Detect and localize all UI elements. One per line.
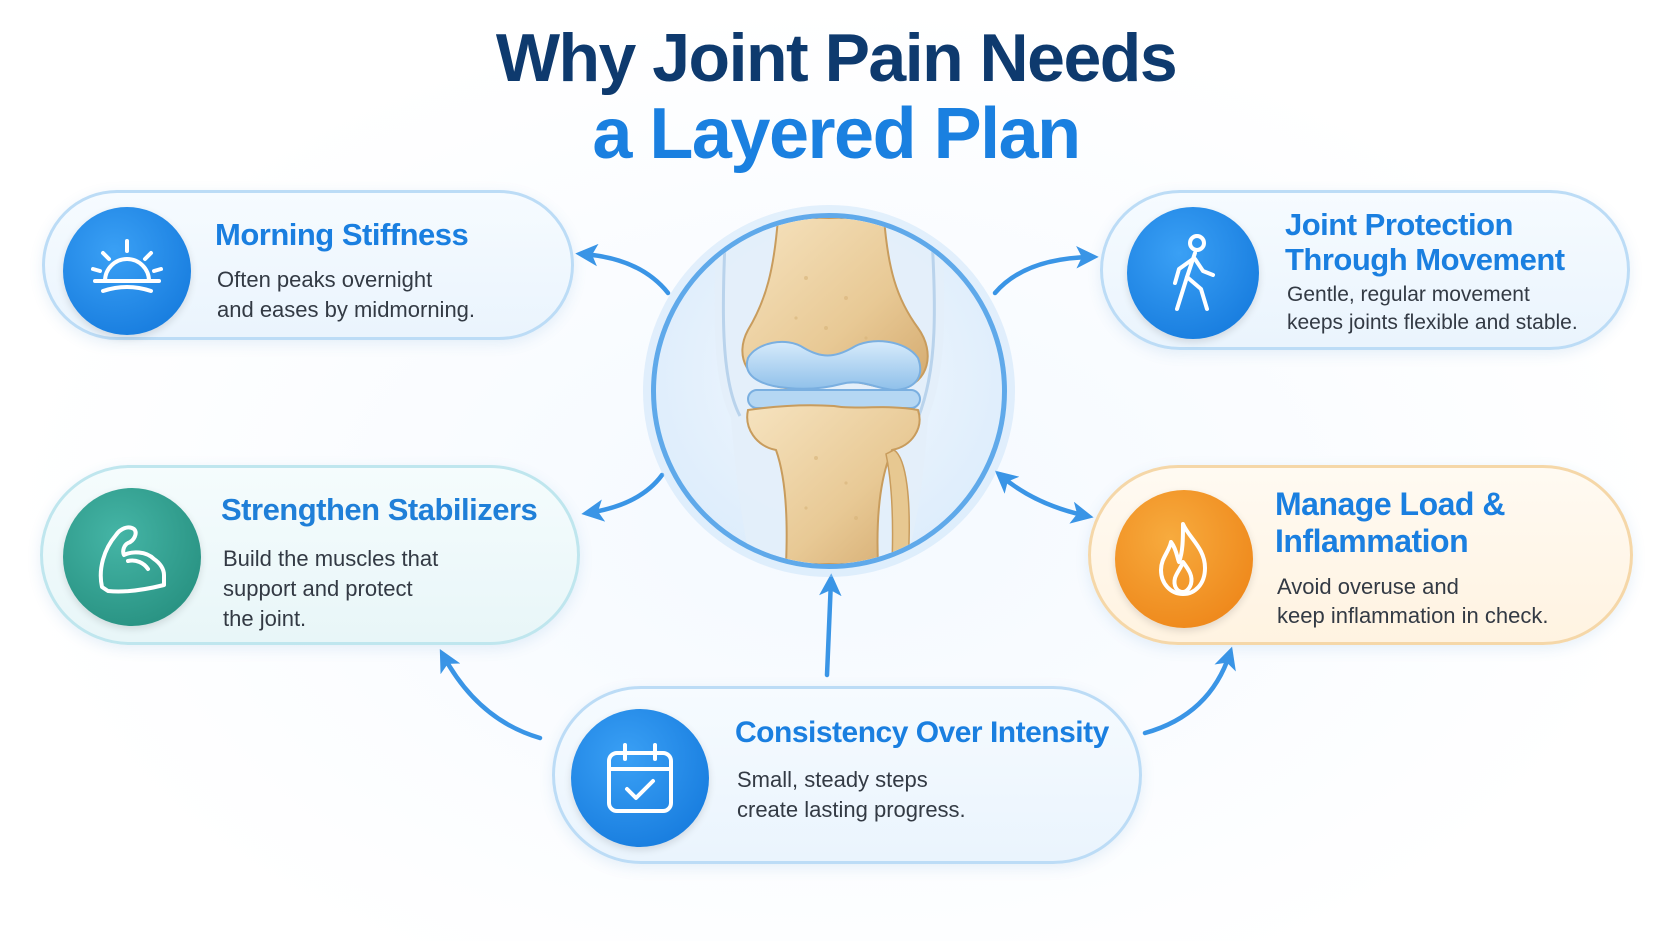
arrow-consistency-to-load: [1142, 646, 1236, 736]
flame-badge: [1115, 490, 1253, 628]
arrow-consistency-to-strengthen: [439, 649, 543, 741]
arrow-knee-load-bidirectional: [994, 470, 1094, 524]
arrow-to-morning-stiffness: [575, 243, 671, 296]
arrow-consistency-to-knee: [819, 573, 842, 678]
card-joint-protection: Joint Protection Through Movement Gentle…: [1100, 190, 1630, 350]
strengthen-stabilizers-desc: Build the muscles that support and prote…: [223, 546, 439, 631]
joint-protection-title: Joint Protection Through Movement: [1285, 207, 1565, 277]
calendar-check-icon: [607, 743, 673, 813]
knee-joint-illustration: [651, 213, 1007, 569]
sunrise-badge: [63, 207, 191, 335]
knee-joint-icon: [714, 218, 945, 564]
morning-stiffness-desc: Often peaks overnight and eases by midmo…: [217, 267, 476, 322]
morning-stiffness-title: Morning Stiffness: [215, 217, 469, 252]
card-morning-stiffness: Morning Stiffness Often peaks overnight …: [42, 190, 574, 340]
flexed-arm-badge: [63, 488, 201, 626]
manage-load-title: Manage Load & Inflammation: [1275, 486, 1505, 559]
calendar-badge: [571, 709, 709, 847]
sunrise-icon: [91, 239, 163, 293]
strengthen-stabilizers-title: Strengthen Stabilizers: [221, 492, 538, 527]
flame-icon: [1159, 522, 1207, 596]
arrow-to-strengthen-stabilizers: [581, 472, 665, 522]
title-line-1: Why Joint Pain Needs: [495, 20, 1178, 96]
walking-badge: [1127, 207, 1259, 339]
arrow-to-joint-protection: [992, 245, 1099, 296]
title-line-2: a Layered Plan: [592, 94, 1081, 174]
card-strengthen-stabilizers: Strengthen Stabilizers Build the muscles…: [40, 465, 580, 645]
page-title: Why Joint Pain Needs a Layered Plan: [0, 20, 1672, 172]
card-manage-load: Manage Load & Inflammation Avoid overuse…: [1088, 465, 1633, 645]
consistency-desc: Small, steady steps create lasting progr…: [737, 767, 966, 822]
consistency-title: Consistency Over Intensity: [735, 716, 1109, 749]
walking-person-icon: [1173, 234, 1215, 311]
manage-load-desc: Avoid overuse and keep inflammation in c…: [1277, 574, 1549, 628]
joint-protection-desc: Gentle, regular movement keeps joints fl…: [1287, 283, 1578, 334]
card-consistency: Consistency Over Intensity Small, steady…: [552, 686, 1142, 864]
flexed-arm-icon: [98, 525, 166, 594]
